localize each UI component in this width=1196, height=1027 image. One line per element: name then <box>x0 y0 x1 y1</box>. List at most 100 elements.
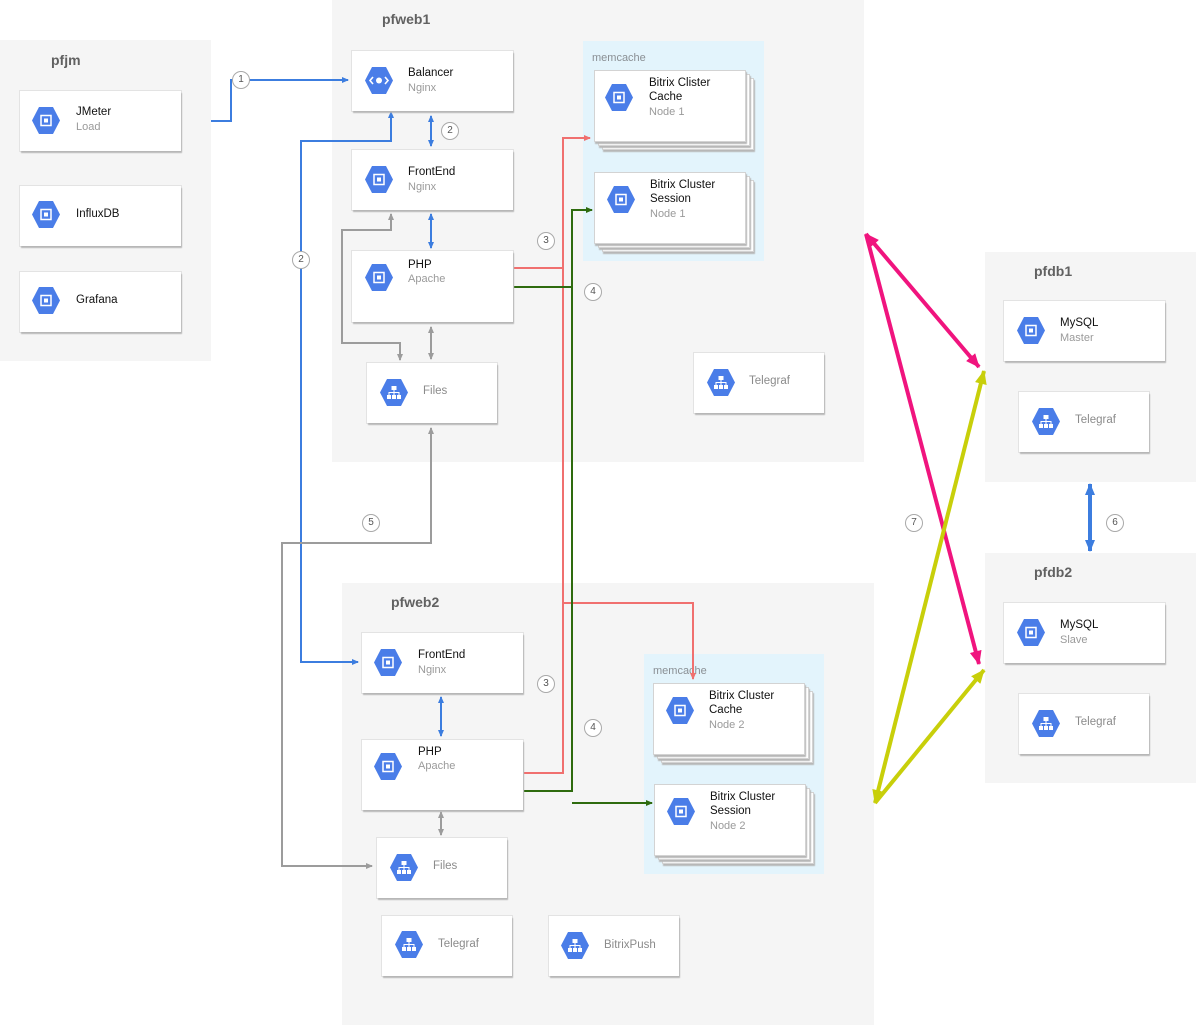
node-title: Bitrix Clister Cache <box>649 77 711 103</box>
node-subtitle: Master <box>1060 332 1094 344</box>
node-subtitle: Nginx <box>418 664 447 676</box>
node-cache-pfweb1[interactable]: Bitrix Clister Cache Node 1 <box>594 70 746 142</box>
node-title: Telegraf <box>749 375 790 387</box>
node-telegraf-pfweb2[interactable]: Telegraf <box>382 916 512 976</box>
node-title: InfluxDB <box>76 208 120 220</box>
node-jmeter[interactable]: JMeter Load <box>20 91 181 151</box>
node-subtitle: Load <box>76 121 101 133</box>
node-subtitle: Node 2 <box>709 719 745 731</box>
node-title: JMeter <box>76 106 112 118</box>
edge-php1-cache1 <box>514 135 591 269</box>
step-marker-2-crossnode: 2 <box>292 251 310 269</box>
node-subtitle: Nginx <box>408 82 437 94</box>
compute-chip-icon <box>32 107 60 134</box>
step-marker-3-pfweb2: 3 <box>537 675 555 693</box>
node-title: MySQL <box>1060 619 1099 631</box>
zone-title-pfdb2: pfdb2 <box>1034 564 1073 580</box>
node-influxdb[interactable]: InfluxDB <box>20 186 181 246</box>
node-title: Telegraf <box>1075 414 1116 426</box>
node-telegraf-pfdb2[interactable]: Telegraf <box>1019 694 1149 754</box>
node-title: Balancer <box>408 67 454 79</box>
edge-frontend1-files1 <box>341 213 403 361</box>
node-mysql-slave[interactable]: MySQL Slave <box>1004 603 1165 663</box>
node-subtitle: Node 1 <box>649 106 685 118</box>
network-tree-icon <box>1032 710 1060 737</box>
node-session-pfweb2[interactable]: Bitrix Cluster Session Node 2 <box>654 784 806 856</box>
compute-chip-icon <box>1017 619 1045 646</box>
node-php-pfweb1[interactable]: PHP Apache <box>352 251 513 322</box>
edge-jmeter-balancer <box>211 77 349 122</box>
edge-balancer-frontend2 <box>300 111 394 665</box>
node-subtitle: Nginx <box>408 181 437 193</box>
node-title: Bitrix Cluster Session <box>710 791 776 817</box>
compute-chip-icon <box>32 201 60 228</box>
network-tree-icon <box>395 931 423 958</box>
step-marker-3-pfweb1: 3 <box>537 232 555 250</box>
edge-php1-session1 <box>514 207 593 288</box>
edge-files1-files2 <box>281 427 434 869</box>
node-title: PHP <box>408 259 432 271</box>
node-subtitle: Node 1 <box>650 208 686 220</box>
edge-php2-session2 <box>524 287 573 792</box>
network-tree-icon <box>561 932 589 959</box>
step-marker-6: 6 <box>1106 514 1124 532</box>
node-frontend-pfweb1[interactable]: FrontEnd Nginx <box>352 150 513 210</box>
node-title: FrontEnd <box>408 166 456 178</box>
node-php-pfweb2[interactable]: PHP Apache <box>362 740 523 810</box>
node-cache-pfweb2[interactable]: Bitrix Cluster Cache Node 2 <box>653 683 805 755</box>
zone-title-pfdb1: pfdb1 <box>1034 263 1073 279</box>
step-marker-1: 1 <box>232 71 250 89</box>
edge-php2-cache2 <box>524 268 564 774</box>
edge-pfweb1-mysql-master <box>864 232 981 369</box>
node-title: Files <box>423 385 448 397</box>
network-tree-icon <box>380 379 408 406</box>
node-files-pfweb1[interactable]: Files <box>367 363 497 423</box>
node-mysql-master[interactable]: MySQL Master <box>1004 301 1165 361</box>
network-tree-icon <box>1032 408 1060 435</box>
edge-pfweb2-mysql-slave <box>873 668 986 805</box>
node-title: BitrixPush <box>604 939 656 951</box>
edge-pfweb2-mysql-master <box>872 370 987 804</box>
compute-chip-icon <box>32 287 60 314</box>
step-marker-2-frontend: 2 <box>441 122 459 140</box>
compute-chip-icon <box>605 84 633 111</box>
node-session-pfweb1[interactable]: Bitrix Cluster Session Node 1 <box>594 172 746 244</box>
node-title: FrontEnd <box>418 649 466 661</box>
node-telegraf-pfweb1[interactable]: Telegraf <box>694 353 824 413</box>
node-frontend-pfweb2[interactable]: FrontEnd Nginx <box>362 633 523 693</box>
compute-chip-icon <box>1017 317 1045 344</box>
zone-title-pfweb1: pfweb1 <box>382 11 431 27</box>
load-balancer-icon <box>365 67 393 94</box>
network-tree-icon <box>390 854 418 881</box>
node-title: Files <box>433 860 458 872</box>
node-subtitle: Node 2 <box>710 820 746 832</box>
node-subtitle: Apache <box>408 273 446 285</box>
step-marker-4-pfweb1: 4 <box>584 283 602 301</box>
node-grafana[interactable]: Grafana <box>20 272 181 332</box>
node-title: MySQL <box>1060 317 1099 329</box>
node-title: Bitrix Cluster Cache <box>709 690 775 716</box>
step-marker-4-pfweb2: 4 <box>584 719 602 737</box>
node-files-pfweb2[interactable]: Files <box>377 838 507 898</box>
node-subtitle: Apache <box>418 760 456 772</box>
node-subtitle: Slave <box>1060 634 1088 646</box>
node-title: Telegraf <box>438 938 479 950</box>
node-title: Grafana <box>76 294 118 306</box>
edge-cache-to-cache2 <box>563 602 696 680</box>
compute-chip-icon <box>374 753 402 780</box>
compute-chip-icon <box>374 649 402 676</box>
node-title: PHP <box>418 746 442 758</box>
compute-chip-icon <box>607 186 635 213</box>
step-marker-7: 7 <box>905 514 923 532</box>
node-title: Telegraf <box>1075 716 1116 728</box>
zone-title-pfjm: pfjm <box>51 52 81 68</box>
node-telegraf-pfdb1[interactable]: Telegraf <box>1019 392 1149 452</box>
step-marker-5: 5 <box>362 514 380 532</box>
node-balancer[interactable]: Balancer Nginx <box>352 51 513 111</box>
node-title: Bitrix Cluster Session <box>650 179 716 205</box>
compute-chip-icon <box>667 798 695 825</box>
node-bitrixpush[interactable]: BitrixPush <box>549 916 679 976</box>
compute-chip-icon <box>666 697 694 724</box>
compute-chip-icon <box>365 264 393 291</box>
